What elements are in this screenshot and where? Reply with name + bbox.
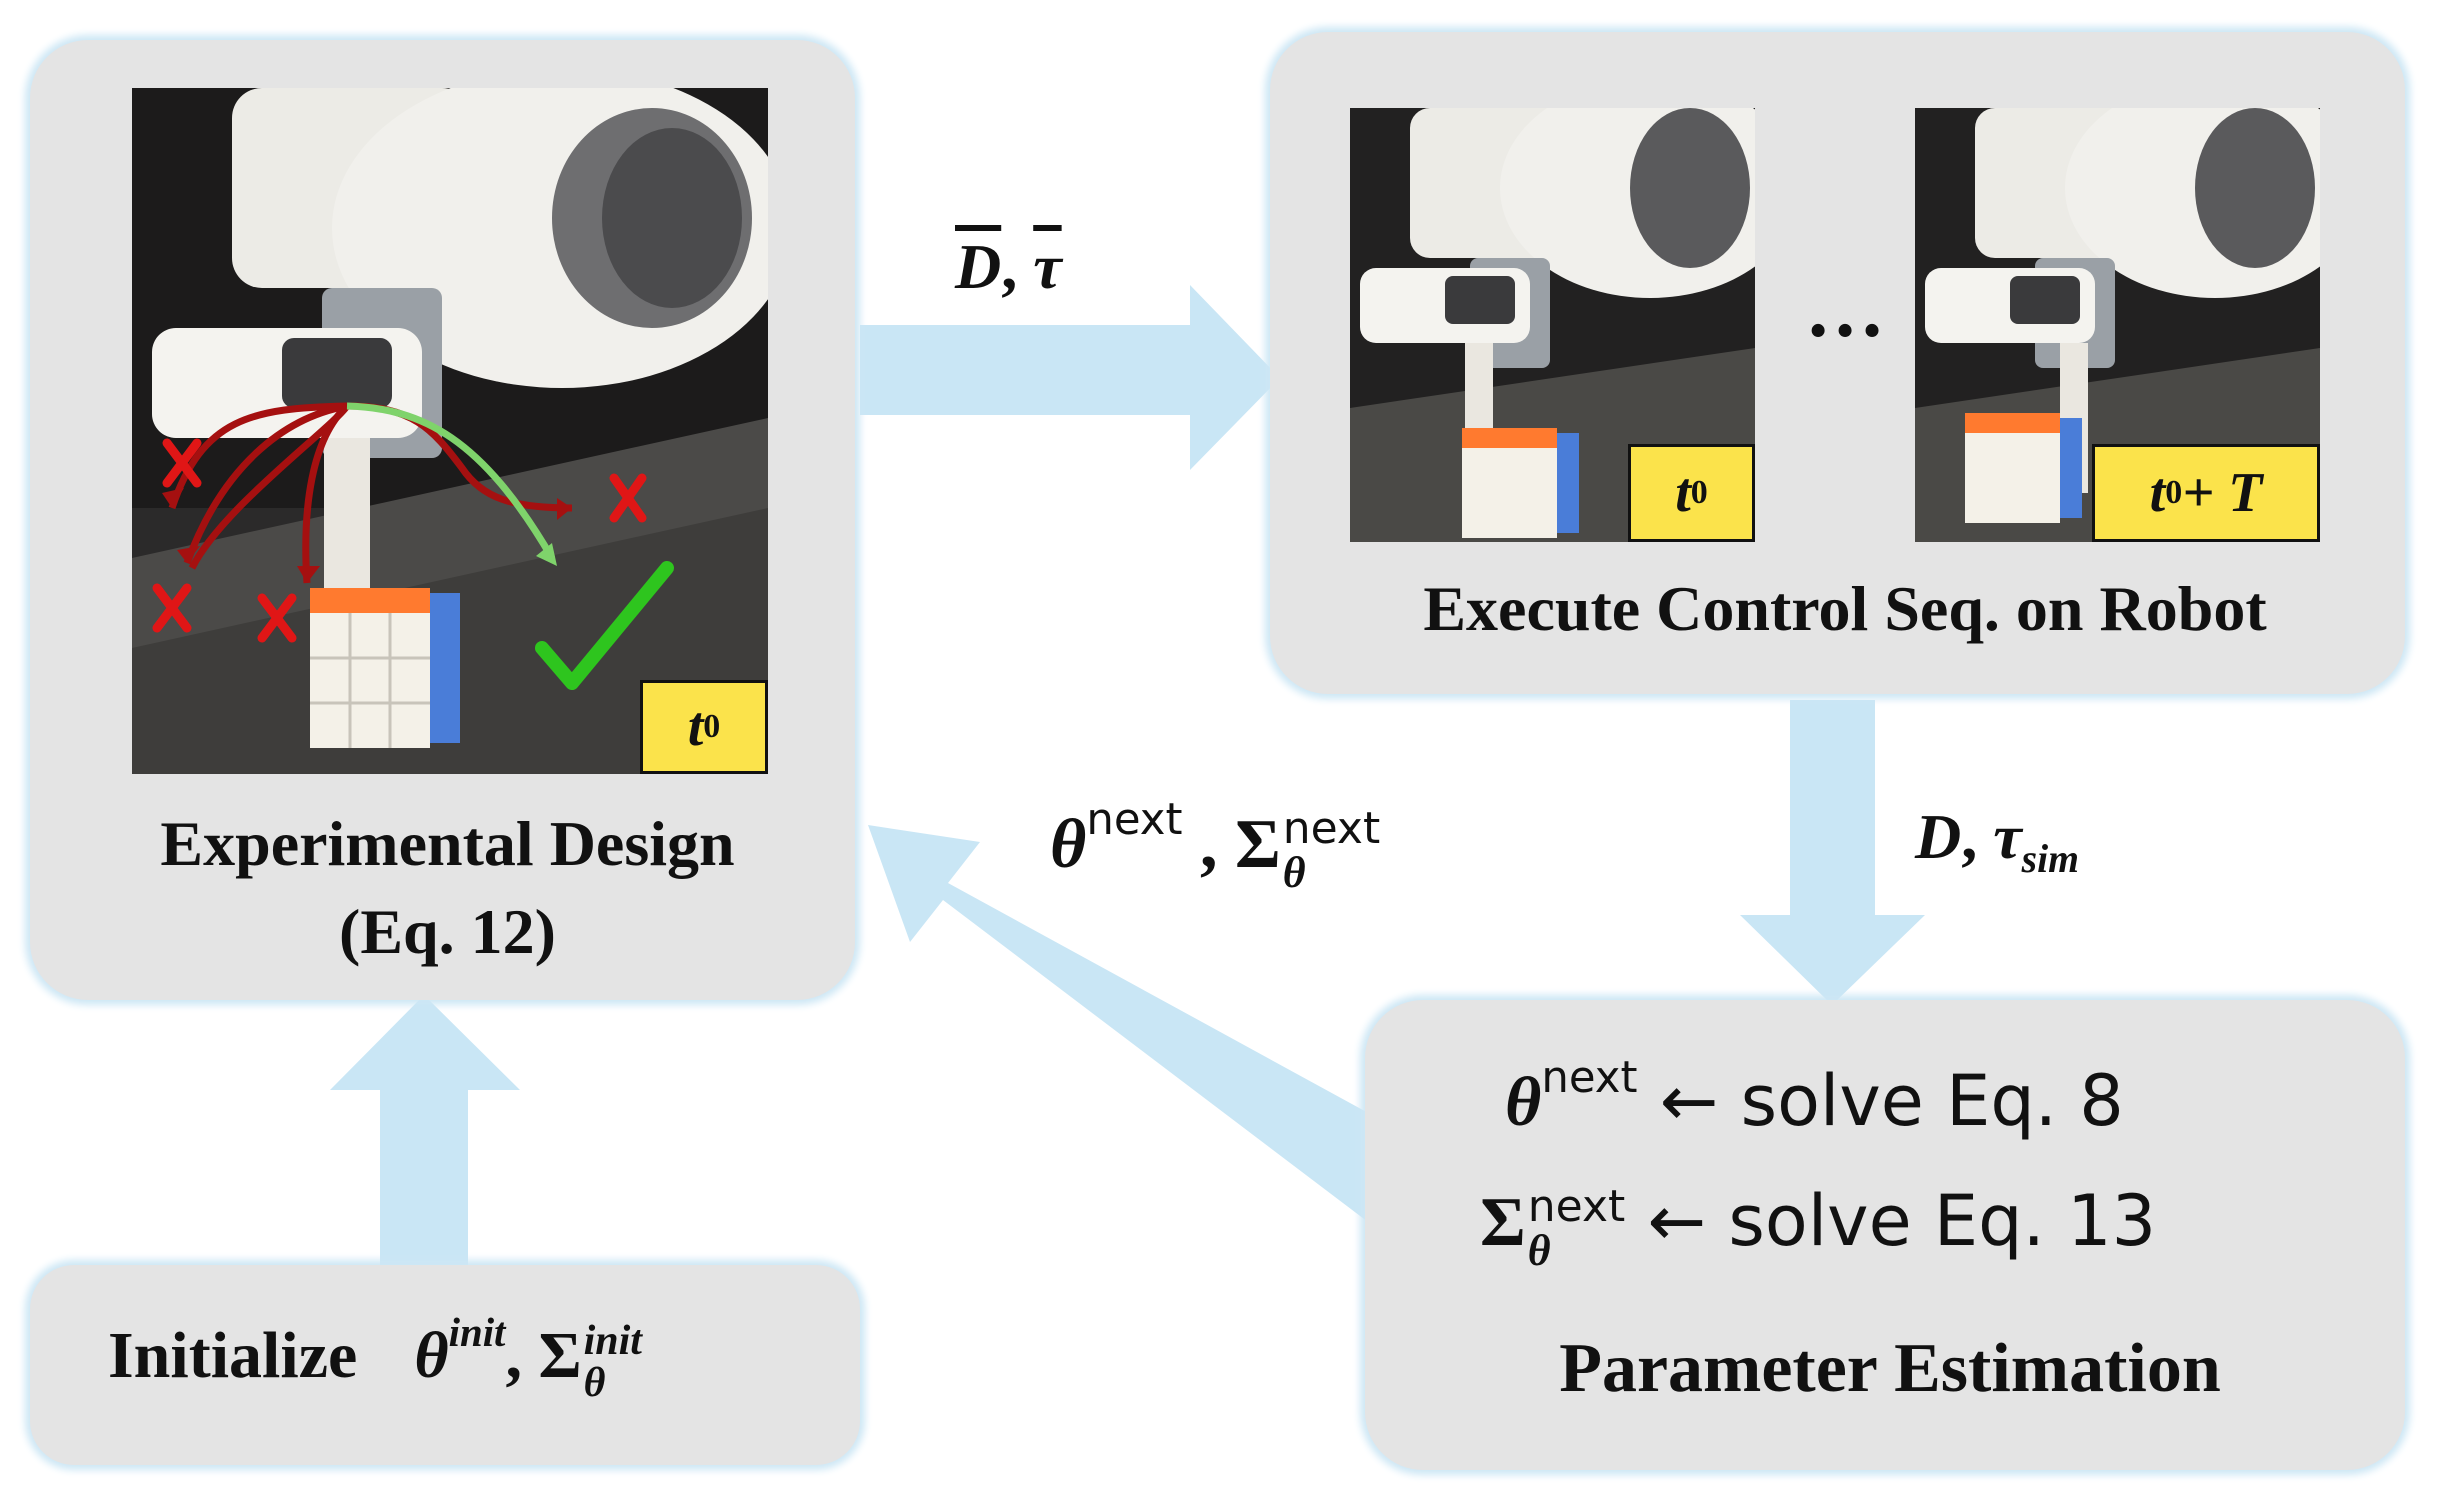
parameter-estimation-caption: Parameter Estimation (1559, 1330, 2221, 1407)
parameter-estimation-panel (1365, 1000, 2405, 1470)
experimental-design-title: Experimental Design (160, 808, 735, 879)
tau-hat-symbol: τ (1033, 231, 1062, 302)
arrow-design-to-execute (860, 285, 1280, 470)
success-check-icon (535, 561, 674, 690)
robot-photo-start (1350, 108, 1755, 542)
failed-trajectories (168, 402, 573, 584)
theta-update-equation: θnext ← solve Eq. 8 (1505, 1053, 2124, 1142)
robot-design-photo (132, 88, 768, 774)
ellipsis-between-frames: … (1805, 266, 1885, 354)
d-hat-symbol: D (955, 231, 1002, 302)
robot-gripper-illustration (132, 88, 768, 774)
initialize-panel (30, 1265, 860, 1465)
successful-trajectory (346, 402, 556, 560)
execute-control-caption: Execute Control Seq. on Robot (1423, 573, 2267, 644)
experimental-design-equation-ref: (Eq. 12) (339, 896, 556, 967)
arrow-execute-to-estimation (1740, 700, 1925, 1005)
robot-start-illustration (1350, 108, 1755, 542)
measured-data-label: D, τsim (1915, 801, 2079, 881)
fail-mark-icons (152, 438, 647, 643)
predicted-data-label: D, τ (955, 231, 1062, 302)
arrow-initialize-to-design (330, 995, 520, 1265)
arrow-estimation-to-design (868, 825, 1372, 1225)
experimental-design-caption: Experimental Design (Eq. 12) (40, 800, 855, 976)
initialize-text: Initialize (108, 1319, 358, 1392)
